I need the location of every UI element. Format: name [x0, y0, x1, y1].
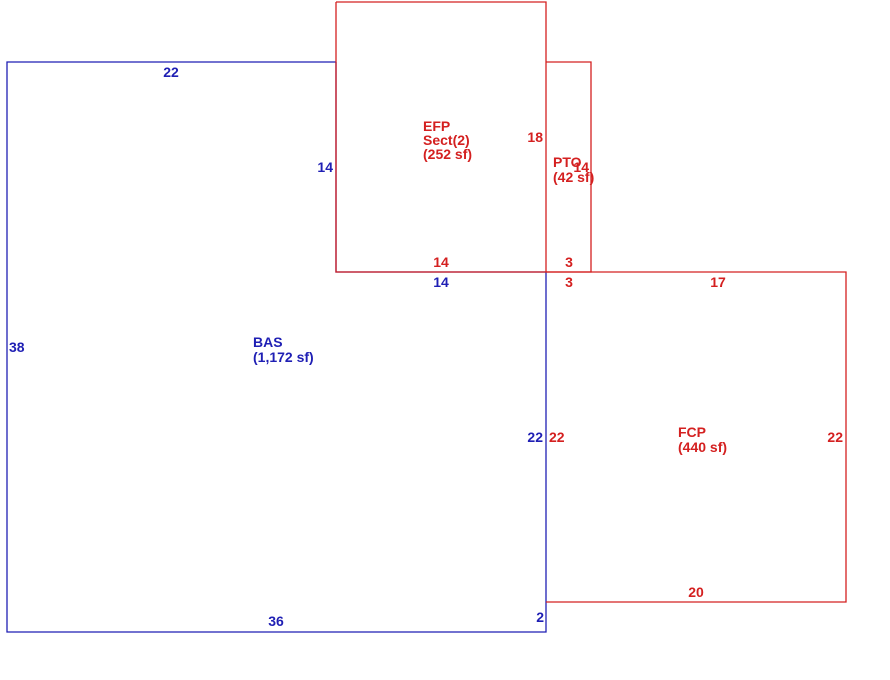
fcp-outline: [546, 271, 847, 603]
bas-top-dimension: 22: [163, 64, 179, 80]
pto-code-label: PTO: [553, 154, 582, 170]
bas-right-mid-dimension: 22: [527, 429, 543, 445]
bas-inner-vertical-dimension: 14: [317, 159, 333, 175]
bas-area-label: (1,172 sf): [253, 349, 314, 365]
bas-notch-dimension: 3: [565, 274, 573, 290]
fcp-bottom-dimension: 20: [688, 584, 704, 600]
bas-bottom-dimension: 36: [268, 613, 284, 629]
fcp-left-dimension: 22: [549, 429, 565, 445]
efp-code-label: EFP: [423, 118, 450, 134]
efp-section-label: Sect(2): [423, 132, 470, 148]
bas-inner-horizontal-dimension: 14: [433, 274, 449, 290]
efp-right-dimension: 18: [527, 129, 543, 145]
efp-area-label: (252 sf): [423, 146, 472, 162]
pto-area-label: (42 sf): [553, 169, 594, 185]
bas-code-label: BAS: [253, 334, 283, 350]
fcp-code-label: FCP: [678, 424, 706, 440]
pto-right-dimension: 14: [573, 159, 589, 175]
bas-left-dimension: 38: [9, 339, 25, 355]
fcp-top-dimension: 17: [710, 274, 726, 290]
efp-bottom-dimension: 14: [433, 254, 449, 270]
fcp-right-dimension: 22: [827, 429, 843, 445]
bas-right-lower-dimension: 2: [536, 609, 544, 625]
fcp-area-label: (440 sf): [678, 439, 727, 455]
pto-bottom-dimension: 3: [565, 254, 573, 270]
